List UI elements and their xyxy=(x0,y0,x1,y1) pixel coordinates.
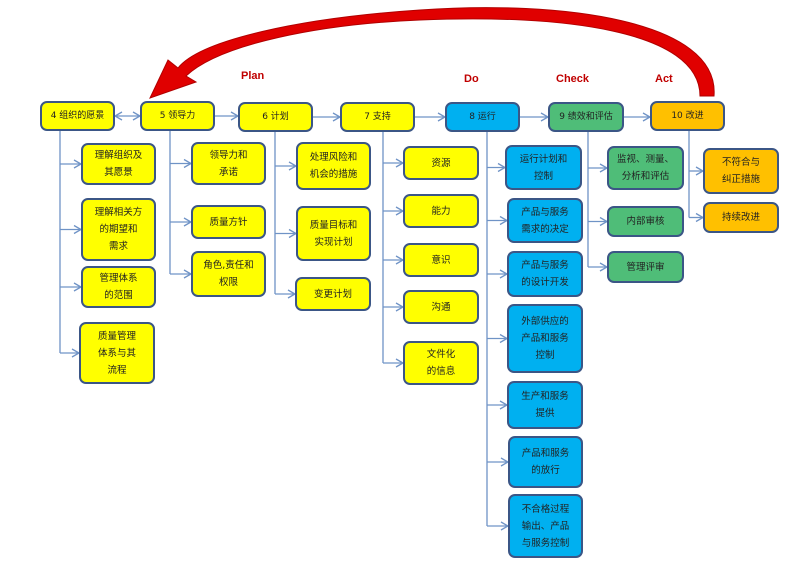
sub-item-box[interactable]: 意识 xyxy=(403,243,479,277)
sub-item-box-label: 意识 xyxy=(431,254,451,266)
sub-item-box-label: 监视、测量、 分析和评估 xyxy=(616,154,674,182)
clause-box-label: 9 绩效和评估 xyxy=(559,111,613,122)
clause-box[interactable]: 8 运行 xyxy=(445,102,520,132)
sub-item-box[interactable]: 外部供应的 产品和服务 控制 xyxy=(507,304,583,373)
sub-item-box-label: 产品与服务 的设计开发 xyxy=(521,260,569,288)
sub-item-box[interactable]: 理解相关方 的期望和 需求 xyxy=(81,198,156,261)
sub-item-box[interactable]: 文件化 的信息 xyxy=(403,341,479,385)
sub-item-box[interactable]: 产品与服务 的设计开发 xyxy=(507,251,583,297)
clause-box[interactable]: 7 支持 xyxy=(340,102,415,132)
sub-item-box-label: 产品和服务 的放行 xyxy=(521,448,570,476)
sub-item-box-label: 持续改进 xyxy=(721,212,760,223)
sub-item-box[interactable]: 内部审核 xyxy=(607,206,684,237)
sub-item-box-label: 变更计划 xyxy=(313,288,352,300)
sub-item-box-label: 质量管理 体系与其 流程 xyxy=(97,330,136,376)
clause-box-label: 10 改进 xyxy=(671,110,704,121)
clause-box-label: 6 计划 xyxy=(262,111,289,122)
clause-box[interactable]: 4 组织的愿景 xyxy=(40,101,115,131)
pdca-cycle-arrow-icon xyxy=(149,7,715,99)
sub-item-box[interactable]: 持续改进 xyxy=(703,202,779,233)
sub-item-box-label: 运行计划和 控制 xyxy=(519,153,568,182)
sub-item-box-label: 理解组织及 其愿景 xyxy=(94,150,143,178)
sub-item-box[interactable]: 沟通 xyxy=(403,290,479,324)
phase-label-do: Do xyxy=(464,73,479,85)
sub-item-box[interactable]: 产品与服务 需求的决定 xyxy=(507,198,583,243)
sub-item-box[interactable]: 角色,责任和 权限 xyxy=(191,251,266,297)
sub-item-box-label: 生产和服务 提供 xyxy=(521,391,569,419)
sub-item-box-label: 理解相关方 的期望和 需求 xyxy=(94,207,143,252)
sub-item-box-label: 能力 xyxy=(431,205,451,217)
sub-item-box-label: 产品与服务 需求的决定 xyxy=(521,206,569,235)
sub-item-box-label: 文件化 的信息 xyxy=(426,349,456,377)
sub-item-box-label: 内部审核 xyxy=(626,216,665,227)
clause-box-label: 7 支持 xyxy=(364,111,391,122)
sub-item-box[interactable]: 处理风险和 机会的措施 xyxy=(296,142,371,190)
sub-item-box[interactable]: 资源 xyxy=(403,146,479,180)
sub-item-box-label: 不符合与 纠正措施 xyxy=(721,157,760,185)
sub-item-box[interactable]: 生产和服务 提供 xyxy=(507,381,583,429)
clause-box[interactable]: 6 计划 xyxy=(238,102,313,132)
clause-box[interactable]: 5 领导力 xyxy=(140,101,215,131)
sub-item-box[interactable]: 管理评审 xyxy=(607,251,684,283)
sub-item-box-label: 外部供应的 产品和服务 控制 xyxy=(521,316,569,361)
flow-arrowhead-back xyxy=(113,111,123,121)
sub-item-box-label: 质量目标和 实现计划 xyxy=(309,219,358,248)
sub-item-box[interactable]: 质量管理 体系与其 流程 xyxy=(79,322,155,384)
phase-label-act: Act xyxy=(655,73,673,85)
clause-box-label: 8 运行 xyxy=(469,111,496,122)
phase-label-check: Check xyxy=(556,73,590,85)
clause-box[interactable]: 9 绩效和评估 xyxy=(548,102,624,132)
phase-label-plan: Plan xyxy=(241,70,265,82)
sub-item-box-label: 处理风险和 机会的措施 xyxy=(309,152,358,180)
clause-box-label: 4 组织的愿景 xyxy=(50,110,105,121)
sub-item-box-label: 不合格过程 输出、产品 与服务控制 xyxy=(521,503,570,549)
clause-box[interactable]: 10 改进 xyxy=(650,101,725,131)
sub-item-box-label: 管理体系 的范围 xyxy=(99,273,138,301)
sub-item-box[interactable]: 质量方针 xyxy=(191,205,266,239)
sub-item-box-label: 管理评审 xyxy=(626,261,665,273)
sub-item-box[interactable]: 不合格过程 输出、产品 与服务控制 xyxy=(508,494,583,558)
sub-item-box-label: 领导力和 承诺 xyxy=(209,149,248,178)
sub-item-box[interactable]: 能力 xyxy=(403,194,479,228)
sub-item-box[interactable]: 产品和服务 的放行 xyxy=(508,436,583,488)
sub-item-box[interactable]: 运行计划和 控制 xyxy=(505,145,582,190)
sub-item-box[interactable]: 监视、测量、 分析和评估 xyxy=(607,146,684,190)
sub-item-box-label: 资源 xyxy=(431,157,451,169)
sub-item-box[interactable]: 变更计划 xyxy=(295,277,371,311)
sub-item-box-label: 角色,责任和 权限 xyxy=(203,260,254,288)
sub-item-box-label: 质量方针 xyxy=(209,216,248,228)
sub-item-box-label: 沟通 xyxy=(431,301,451,313)
clause-box-label: 5 领导力 xyxy=(159,110,196,121)
sub-item-box[interactable]: 质量目标和 实现计划 xyxy=(296,206,371,261)
sub-item-box[interactable]: 领导力和 承诺 xyxy=(191,142,266,185)
sub-item-box[interactable]: 理解组织及 其愿景 xyxy=(81,143,156,185)
sub-item-box[interactable]: 管理体系 的范围 xyxy=(81,266,156,308)
sub-item-box[interactable]: 不符合与 纠正措施 xyxy=(703,148,779,194)
